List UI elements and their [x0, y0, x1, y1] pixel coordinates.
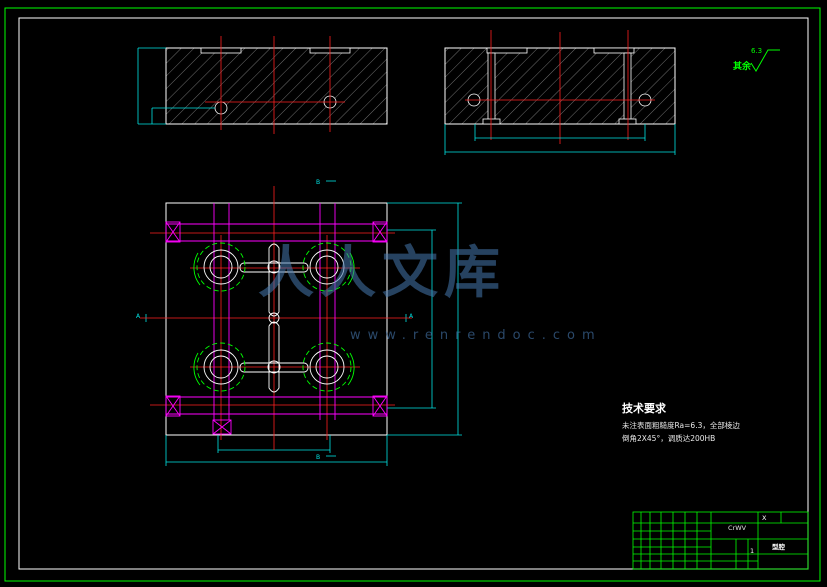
title-block-frame: [632, 511, 809, 570]
section-mark-right: A: [409, 313, 414, 320]
cavity-top-right: [302, 242, 355, 292]
roughness-symbol: [750, 49, 780, 72]
section-right-slot-2: [593, 47, 635, 54]
cavity-tr-ring: [309, 249, 345, 285]
sprue-center: [268, 312, 280, 324]
corner-block-bl: [165, 395, 181, 417]
cavity-tr-inner: [315, 255, 339, 279]
cavity-bottom-right: [302, 342, 355, 392]
technical-requirement-line-1: 未注表面粗糙度Ra=6.3，全部棱边: [622, 421, 740, 430]
corner-block-tl: [165, 221, 181, 243]
section-view-left: [137, 36, 388, 134]
cavity-tl-ring: [203, 249, 239, 285]
cavity-tr-arc: [347, 252, 355, 286]
section-view-right: [444, 30, 676, 155]
corner-block-tr: [372, 221, 388, 243]
section-right-pin-2: [623, 52, 632, 122]
watermark-text: 人人文库: [258, 240, 506, 306]
cavity-tr-outer: [302, 242, 352, 292]
corner-block-br-x2: [372, 395, 388, 417]
cavity-bl-arc: [193, 352, 201, 386]
section-right-slot-1: [486, 47, 528, 54]
cavity-tl-outer: [196, 242, 246, 292]
section-right-pin-1: [487, 52, 496, 122]
plan-outline: [165, 202, 388, 436]
cavity-bl-outer: [196, 342, 246, 392]
roughness-label: 其余: [733, 62, 752, 72]
title-block: [632, 511, 809, 570]
cavity-bl-inner: [209, 355, 233, 379]
section-right-pinhead-1: [482, 118, 501, 125]
title-block-page-mark: 1: [750, 547, 755, 555]
section-left-body: [165, 47, 388, 125]
cavity-bl-ring: [203, 349, 239, 385]
section-mark-top: B: [316, 179, 320, 186]
runner-h-top: [239, 262, 309, 273]
pin-block-bottom: [212, 419, 232, 435]
title-block-scale-mark: X: [762, 514, 767, 522]
cavity-tl-arc: [193, 252, 201, 286]
roughness-value: 6.3: [751, 47, 763, 55]
watermark-url: www.renrendoc.com: [350, 328, 602, 343]
inner-border: [18, 17, 809, 570]
cavity-br-inner: [315, 355, 339, 379]
roughness-check-mark: [750, 49, 780, 72]
runner-h-bot: [239, 362, 309, 373]
runner-junction-bot: [267, 360, 281, 374]
corner-block-tl-x2: [165, 221, 181, 243]
pin-block-bottom-x2: [212, 419, 232, 435]
cavity-br-arc: [347, 352, 355, 386]
sprue-runner-vertical: [268, 243, 280, 317]
technical-requirement-line-2: 倒角2X45°，调质达200HB: [622, 434, 716, 443]
technical-requirements-title: 技术要求: [622, 402, 666, 415]
title-block-part-name: 型腔: [772, 543, 785, 551]
cavity-br-outer: [302, 342, 352, 392]
section-mark-bottom: B: [316, 454, 320, 461]
cavity-top-left: [193, 242, 246, 292]
section-right-pinhead-2: [618, 118, 637, 125]
plan-view: B B A A: [136, 179, 462, 466]
cavity-bottom-left: [193, 342, 246, 392]
cavity-br-ring: [309, 349, 345, 385]
corner-block-tr-x2: [372, 221, 388, 243]
runner-junction-top: [267, 260, 281, 274]
title-block-material: CrWV: [728, 524, 747, 532]
cavity-tl-inner: [209, 255, 233, 279]
corner-block-br: [372, 395, 388, 417]
outer-border: [4, 7, 821, 582]
section-mark-left: A: [136, 313, 141, 320]
corner-block-bl-x2: [165, 395, 181, 417]
